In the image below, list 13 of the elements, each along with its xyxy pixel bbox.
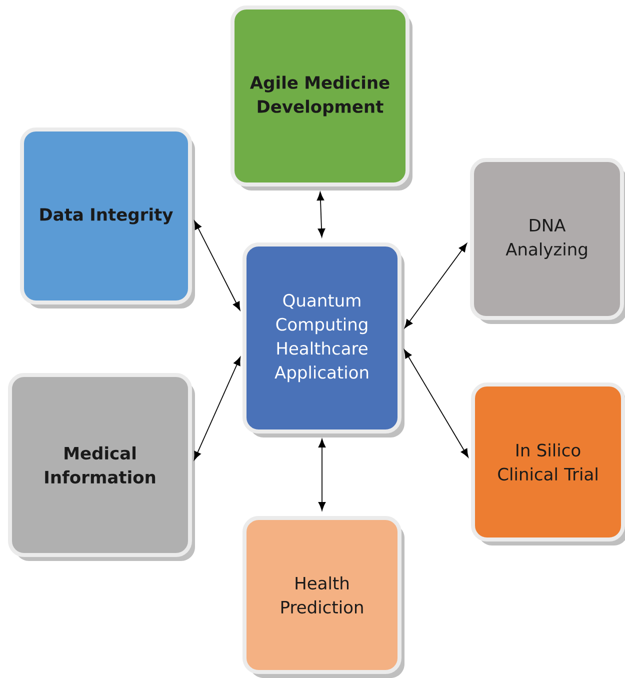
arrow — [194, 356, 241, 460]
process-box: Health Prediction — [242, 516, 404, 678]
process-box: Quantum Computing Healthcare Application — [242, 242, 404, 438]
arrow — [404, 349, 469, 458]
process-box: Agile Medicine Development — [230, 6, 412, 190]
arrow — [318, 438, 326, 511]
process-box: DNA Analyzing — [470, 158, 625, 324]
process-box: Medical Information — [8, 373, 195, 561]
process-box: Data Integrity — [20, 128, 195, 308]
process-box: In Silico Clinical Trial — [471, 382, 625, 546]
arrow — [194, 220, 240, 311]
arrow — [404, 243, 468, 328]
arrow — [316, 192, 326, 238]
